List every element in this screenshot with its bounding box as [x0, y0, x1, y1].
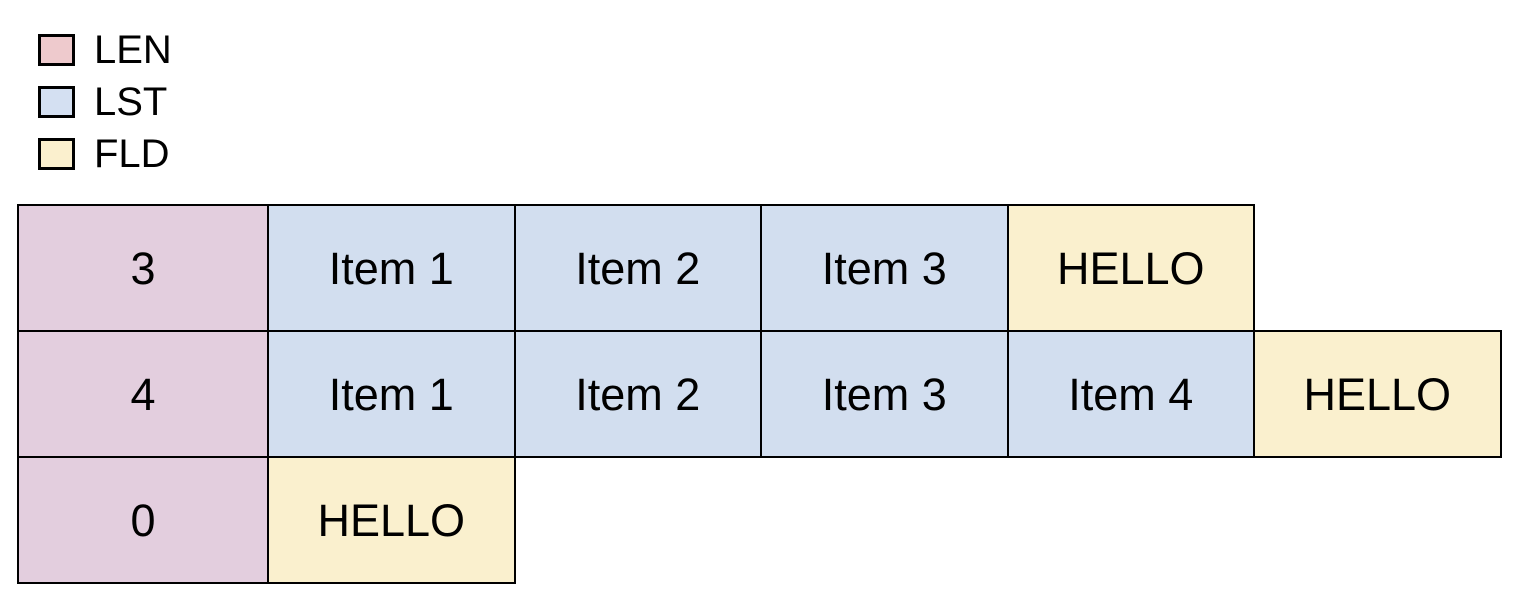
field-cell: HELLO [1253, 330, 1502, 458]
legend-label-fld: FLD [94, 132, 170, 176]
legend: LEN LST FLD [38, 24, 172, 180]
list-item-cell: Item 1 [267, 330, 516, 458]
list-item-cell: Item 3 [760, 330, 1009, 458]
struct-table: 3 Item 1 Item 2 Item 3 HELLO 4 Item 1 It… [17, 204, 1502, 584]
field-cell: HELLO [267, 456, 516, 584]
len-color-swatch-icon [38, 34, 75, 66]
list-item-cell: Item 1 [267, 204, 516, 332]
legend-item-lst: LST [38, 76, 172, 128]
list-item-cell: Item 2 [513, 330, 762, 458]
struct-row-1: 3 Item 1 Item 2 Item 3 HELLO [17, 204, 1502, 332]
len-cell: 4 [17, 330, 269, 458]
len-cell: 0 [17, 456, 269, 584]
legend-item-fld: FLD [38, 128, 172, 180]
field-cell: HELLO [1006, 204, 1255, 332]
legend-label-lst: LST [94, 80, 168, 124]
len-cell: 3 [17, 204, 269, 332]
legend-label-len: LEN [94, 28, 172, 72]
list-item-cell: Item 3 [760, 204, 1009, 332]
list-item-cell: Item 2 [513, 204, 762, 332]
legend-item-len: LEN [38, 24, 172, 76]
struct-row-2: 4 Item 1 Item 2 Item 3 Item 4 HELLO [17, 330, 1502, 458]
lst-color-swatch-icon [38, 86, 75, 118]
struct-row-3: 0 HELLO [17, 456, 1502, 584]
list-item-cell: Item 4 [1006, 330, 1255, 458]
fld-color-swatch-icon [38, 138, 75, 170]
